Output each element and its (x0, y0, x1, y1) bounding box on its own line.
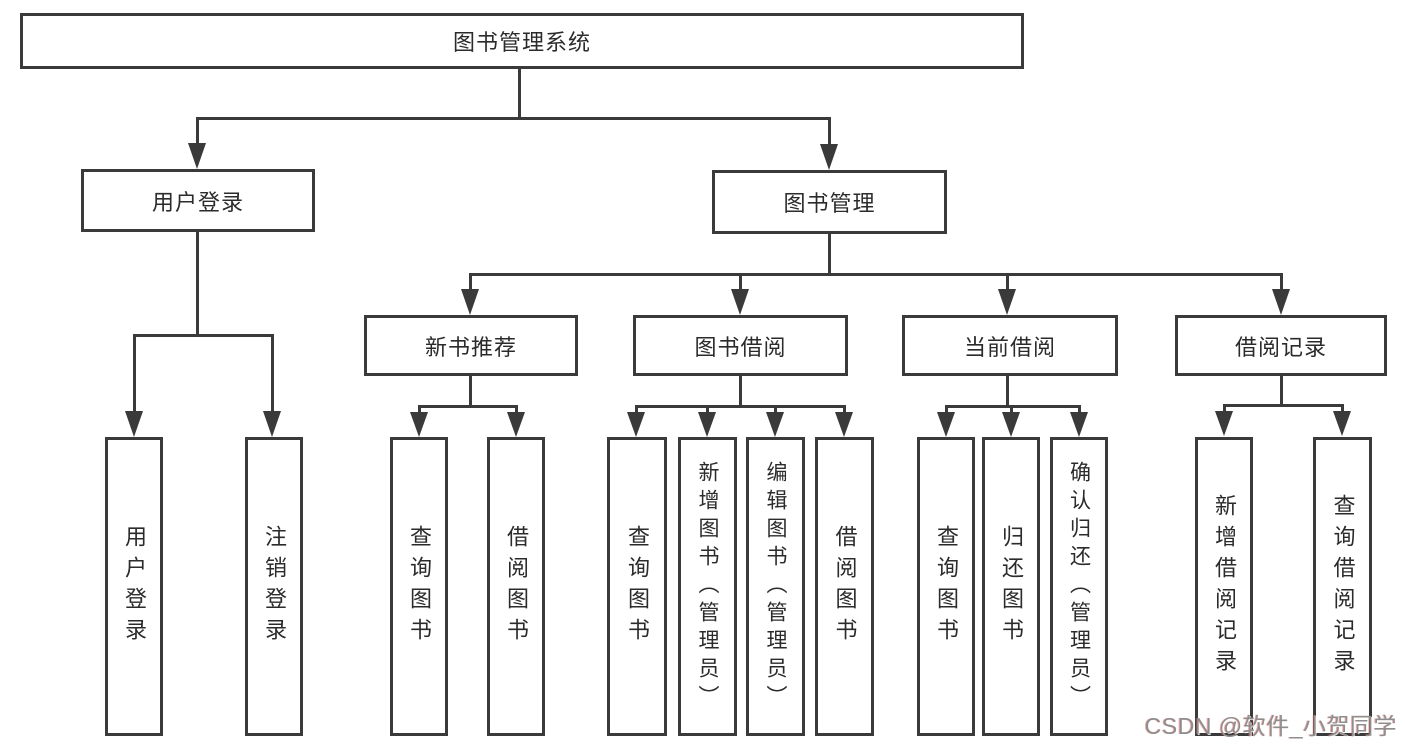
leaf-label: 查询借阅记录 (1330, 493, 1356, 680)
connector-line (1006, 376, 1009, 408)
arrowhead-icon (835, 412, 853, 437)
arrowhead-icon (731, 289, 749, 315)
connector-line (1006, 273, 1009, 293)
leaf-label: 用户登录 (122, 524, 147, 649)
connector-line (418, 405, 421, 417)
connector-line (1010, 405, 1013, 417)
leaf-borrow-book-1: 借阅图书 (487, 437, 545, 736)
node-label: 图书借阅 (694, 334, 787, 360)
node-label: 图书管理 (783, 191, 876, 216)
connector-line (828, 234, 831, 276)
connector-line (1223, 404, 1226, 416)
leaf-query-borrow-record: 查询借阅记录 (1313, 437, 1372, 736)
connector-line (1280, 376, 1283, 407)
leaf-confirm-return-admin: 确认归还（管理员） (1050, 437, 1108, 736)
node-user-login: 用户登录 (81, 169, 315, 232)
arrowhead-icon (698, 412, 716, 437)
arrowhead-icon (507, 412, 525, 437)
arrowhead-icon (1002, 412, 1020, 437)
arrowhead-icon (125, 411, 143, 437)
arrowhead-icon (820, 144, 838, 170)
leaf-edit-book-admin: 编辑图书（管理员） (746, 437, 805, 736)
connector-line (469, 273, 472, 293)
node-label: 用户登录 (151, 189, 244, 215)
node-new-book-recommend: 新书推荐 (364, 315, 578, 376)
connector-line (196, 232, 199, 337)
leaf-add-book-admin: 新增图书（管理员） (678, 437, 737, 736)
arrowhead-icon (1215, 411, 1233, 436)
leaf-query-book-3: 查询图书 (917, 437, 975, 736)
leaf-label: 查询图书 (625, 524, 650, 649)
connector-line (739, 273, 742, 293)
arrowhead-icon (998, 289, 1016, 315)
leaf-label: 借阅图书 (504, 524, 529, 649)
node-root-library-system: 图书管理系统 (20, 13, 1024, 69)
connector-line (133, 334, 273, 337)
connector-line (1280, 273, 1283, 293)
connector-line (469, 376, 472, 408)
leaf-label: 新增图书（管理员） (696, 460, 719, 713)
leaf-borrow-book-2: 借阅图书 (815, 437, 874, 736)
connector-line (196, 117, 199, 149)
leaf-query-book-2: 查询图书 (607, 437, 667, 736)
arrowhead-icon (1272, 289, 1290, 315)
connector-line (1341, 404, 1344, 416)
node-current-borrowing: 当前借阅 (902, 315, 1118, 376)
connector-line (418, 405, 518, 408)
connector-line (469, 273, 1282, 276)
connector-line (828, 117, 831, 149)
leaf-logout: 注销登录 (245, 437, 303, 736)
node-label: 新书推荐 (424, 334, 517, 360)
connector-line (635, 405, 845, 408)
connector-line (1078, 405, 1081, 417)
connector-line (945, 405, 948, 417)
connector-line (133, 334, 136, 414)
arrowhead-icon (766, 412, 784, 437)
leaf-return-book: 归还图书 (982, 437, 1040, 736)
node-label: 借阅记录 (1234, 334, 1327, 360)
arrowhead-icon (188, 143, 206, 169)
connector-line (518, 69, 521, 120)
connector-line (739, 376, 742, 408)
arrowhead-icon (937, 412, 955, 437)
connector-line (635, 405, 638, 417)
leaf-user-login: 用户登录 (105, 437, 163, 736)
leaf-label: 确认归还（管理员） (1067, 460, 1091, 713)
leaf-label: 编辑图书（管理员） (764, 460, 787, 713)
connector-line (196, 117, 830, 120)
leaf-label: 查询图书 (407, 524, 432, 649)
node-book-borrowing: 图书借阅 (633, 315, 848, 376)
leaf-label: 借阅图书 (832, 524, 858, 649)
node-book-management: 图书管理 (712, 170, 947, 234)
connector-line (945, 405, 1081, 408)
connector-line (1223, 404, 1344, 407)
arrowhead-icon (263, 411, 281, 437)
leaf-label: 查询图书 (934, 524, 959, 649)
arrowhead-icon (627, 412, 645, 437)
leaf-label: 归还图书 (999, 524, 1024, 649)
arrowhead-icon (461, 289, 479, 315)
leaf-query-book-1: 查询图书 (390, 437, 448, 736)
arrowhead-icon (1333, 411, 1351, 436)
connector-line (843, 405, 846, 417)
connector-line (515, 405, 518, 417)
node-borrowing-records: 借阅记录 (1175, 315, 1387, 376)
leaf-add-borrow-record: 新增借阅记录 (1195, 437, 1253, 736)
connector-line (706, 405, 709, 417)
arrowhead-icon (1070, 412, 1088, 437)
leaf-label: 新增借阅记录 (1212, 493, 1237, 680)
node-label: 当前借阅 (963, 334, 1056, 360)
arrowhead-icon (410, 412, 428, 437)
node-label: 图书管理系统 (452, 30, 591, 55)
connector-line (271, 334, 274, 414)
leaf-label: 注销登录 (262, 524, 287, 649)
connector-line (774, 405, 777, 417)
